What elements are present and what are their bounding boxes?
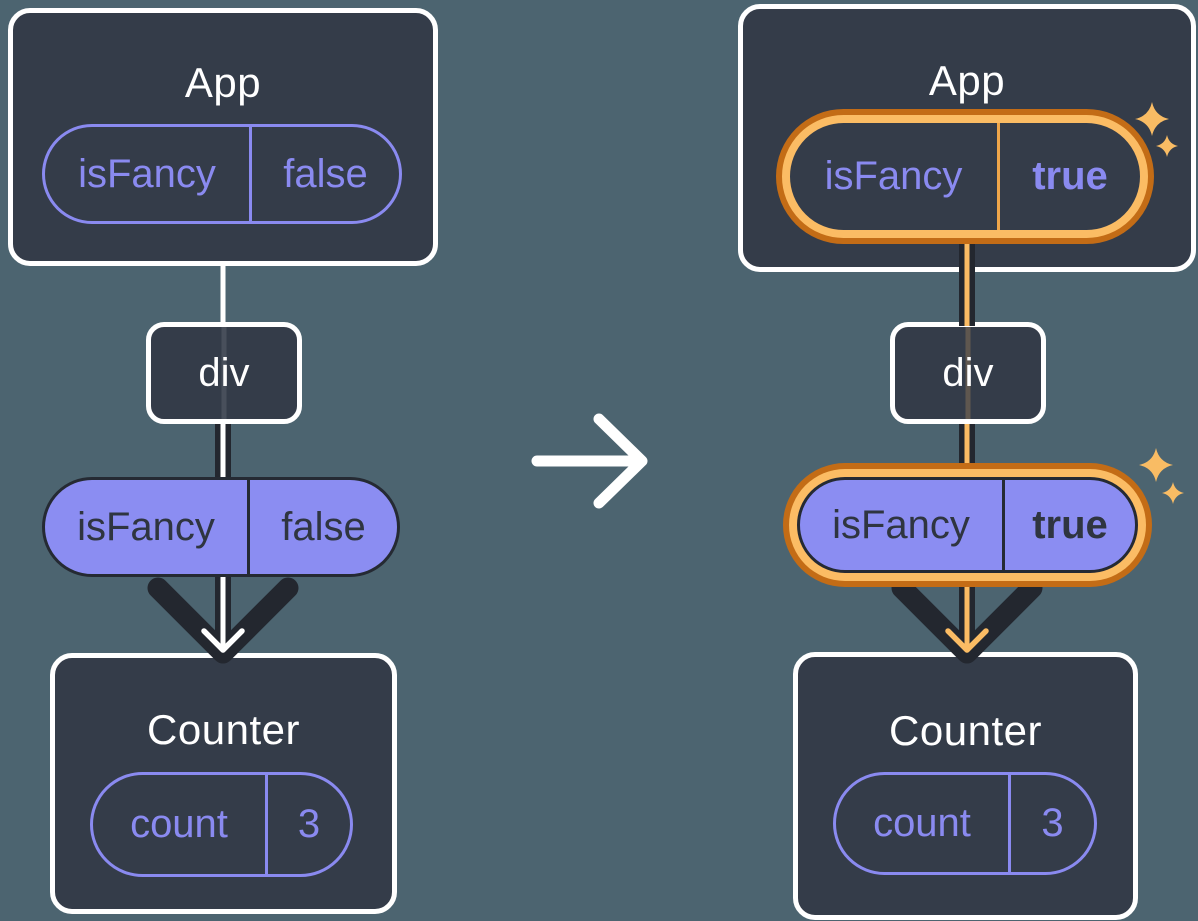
connector-after	[891, 220, 1043, 664]
passed-prop-pill-before: isFancy false	[42, 477, 400, 577]
div-node-after: div	[890, 322, 1046, 424]
prop-value: true	[1032, 154, 1108, 198]
pill-divider	[249, 127, 252, 221]
prop-value: false	[281, 504, 366, 549]
pill-divider	[1002, 480, 1005, 570]
component-title: Counter	[889, 707, 1042, 754]
prop-name: isFancy	[77, 504, 215, 549]
state-value: 3	[297, 802, 321, 846]
div-node-before: div	[146, 322, 302, 424]
state-value: 3	[1041, 801, 1064, 845]
sparkles-icon	[1139, 448, 1184, 504]
counter-state-pill-before: count 3	[90, 772, 353, 877]
app-prop-pill-after: isFancy true	[782, 115, 1148, 238]
state-name: count	[130, 802, 228, 846]
pill-divider	[247, 480, 250, 574]
div-node-label: div	[198, 350, 250, 395]
prop-value: true	[1032, 502, 1108, 547]
pill-divider	[1008, 775, 1011, 872]
connector-ghost-line	[221, 327, 227, 419]
passed-prop-pill-after: isFancy true	[797, 477, 1138, 573]
component-title: App	[928, 57, 1006, 104]
pill-divider	[997, 123, 1000, 230]
component-title: App	[184, 59, 262, 106]
counter-state-pill-after: count 3	[833, 772, 1097, 875]
connector-ghost-line	[965, 327, 971, 419]
app-prop-pill-before: isFancy false	[42, 124, 402, 224]
prop-value: false	[283, 151, 368, 196]
state-name: count	[873, 801, 971, 845]
arrow-right-icon	[531, 413, 648, 509]
component-title: Counter	[147, 706, 300, 753]
prop-name: isFancy	[78, 151, 216, 196]
div-node-label: div	[942, 350, 994, 395]
pill-divider	[265, 775, 268, 874]
prop-name: isFancy	[832, 502, 970, 547]
prop-name: isFancy	[824, 154, 963, 198]
